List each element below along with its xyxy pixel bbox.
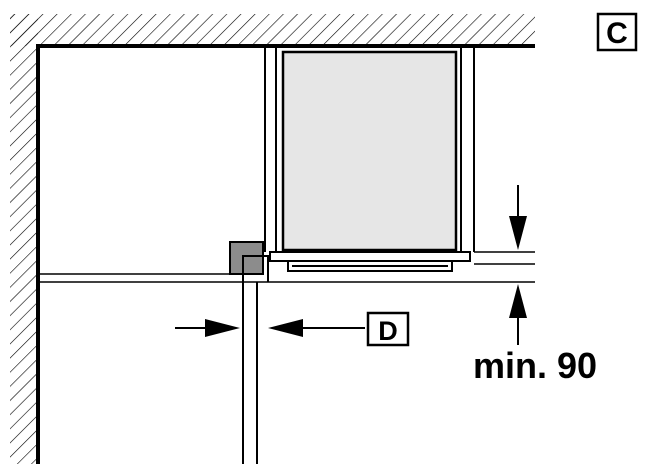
appliance-body [281,50,458,252]
wall-outline [36,44,535,464]
panel-label-box: C [596,12,638,52]
cabinet-sides [264,46,475,252]
plinth-lines [38,251,535,283]
panel-label: C [606,17,628,50]
side-block [229,241,264,275]
gap-label-box: D [366,311,410,347]
gap-label: D [378,316,398,346]
wall-hatching [10,14,535,464]
clearance-dimension-arrows [509,185,527,345]
gap-dimension-arrows [175,319,365,337]
adjacent-panel [242,255,269,464]
clearance-label: min. 90 [473,345,597,386]
appliance-door [269,251,471,272]
